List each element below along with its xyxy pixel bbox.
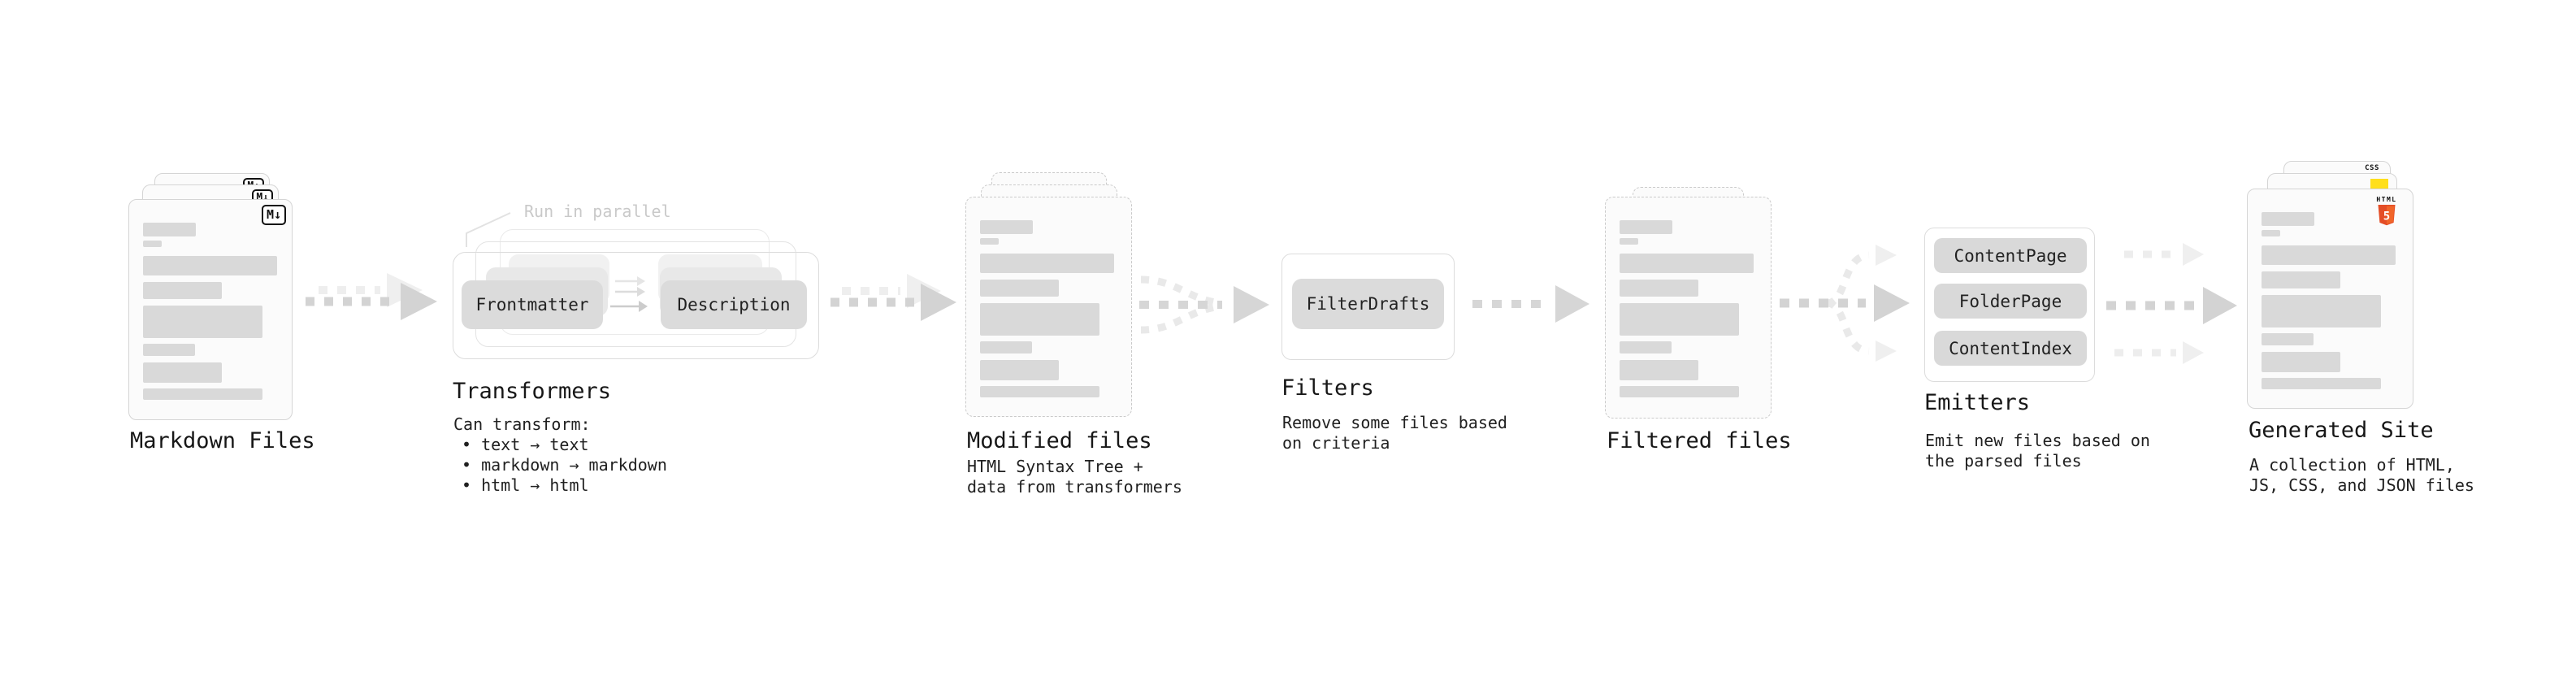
stage-label-markdown-files: Markdown Files: [130, 428, 315, 453]
markdown-files-stack: M↓ M↓ M↓: [128, 172, 296, 423]
placeholder-bar: [2262, 271, 2340, 288]
stage-label-emitters: Emitters: [1924, 390, 2031, 415]
placeholder-bar: [2262, 212, 2314, 226]
placeholder-bar: [1620, 360, 1698, 380]
placeholder-bar: [1620, 341, 1672, 354]
placeholder-bar: [2262, 352, 2340, 372]
transformer-pill-description: Description: [661, 280, 807, 329]
desc-line: HTML Syntax Tree +: [967, 457, 1143, 476]
arrow-modified-to-filters: [1139, 275, 1269, 334]
transformer-pill-frontmatter: Frontmatter: [462, 280, 603, 329]
desc-line: • text → text: [462, 435, 589, 454]
placeholder-bar: [143, 223, 196, 236]
file-card-front: M↓: [128, 199, 293, 420]
transformers-description: Can transform: • text → text • markdown …: [453, 414, 667, 496]
desc-line: Can transform:: [453, 414, 591, 434]
filter-pill-filterdrafts: FilterDrafts: [1292, 279, 1444, 329]
stage-label-modified-files: Modified files: [967, 428, 1152, 453]
placeholder-bar: [980, 254, 1114, 273]
file-card-front: [1605, 197, 1772, 419]
placeholder-bar: [2262, 295, 2381, 327]
placeholder-bar: [2262, 245, 2396, 265]
modified-files-description: HTML Syntax Tree + data from transformer…: [967, 457, 1182, 497]
placeholder-bar: [2262, 333, 2314, 345]
placeholder-bar: [1620, 303, 1739, 336]
markdown-icon: M↓: [261, 205, 286, 225]
html5-icon: HTML 5: [2370, 196, 2403, 227]
generated-site-stack: CSS HTML 5: [2247, 161, 2415, 411]
arrow-filters-to-filtered: [1472, 285, 1589, 323]
placeholder-bar: [1620, 386, 1739, 397]
placeholder-bar: [143, 344, 195, 356]
file-content-placeholder: [1606, 197, 1771, 397]
javascript-icon: [2370, 179, 2388, 189]
html5-icon-label: HTML: [2376, 196, 2397, 203]
desc-line: Emit new files based on: [1925, 431, 2150, 450]
placeholder-bar: [1620, 280, 1698, 297]
stage-label-generated-site: Generated Site: [2249, 418, 2434, 443]
modified-files-stack: [965, 172, 1133, 423]
arrow-emitters-to-generated: [2106, 243, 2237, 364]
stage-label-filters: Filters: [1281, 375, 1374, 401]
placeholder-bar: [2262, 230, 2280, 236]
emitter-pill-contentpage: ContentPage: [1934, 238, 2087, 273]
transformers-box-front: [453, 252, 819, 359]
placeholder-bar: [980, 220, 1033, 234]
filters-description: Remove some files based on criteria: [1282, 413, 1507, 453]
placeholder-bar: [980, 280, 1059, 297]
emitter-pill-folderpage: FolderPage: [1934, 284, 2087, 319]
placeholder-bar: [980, 238, 999, 245]
file-content-placeholder: [966, 197, 1131, 397]
placeholder-bar: [143, 388, 262, 400]
placeholder-bar: [143, 241, 162, 247]
placeholder-bar: [1620, 238, 1638, 245]
placeholder-bar: [1620, 220, 1672, 234]
stage-label-filtered-files: Filtered files: [1607, 428, 1792, 453]
desc-line: • markdown → markdown: [462, 455, 667, 475]
emitters-box: ContentPage FolderPage ContentIndex: [1924, 228, 2095, 382]
arrow-transformers-to-modified: [830, 274, 956, 321]
placeholder-bar: [980, 303, 1099, 336]
emitter-pill-contentindex: ContentIndex: [1934, 331, 2087, 366]
generated-site-description: A collection of HTML, JS, CSS, and JSON …: [2249, 455, 2474, 496]
filtered-files-stack: [1605, 186, 1772, 422]
file-content-placeholder: [129, 200, 292, 400]
placeholder-bar: [143, 306, 262, 338]
arrow-markdown-to-transformers: [306, 273, 437, 320]
html5-shield: 5: [2378, 204, 2396, 225]
desc-line: on criteria: [1282, 433, 1390, 453]
desc-line: • html → html: [462, 475, 589, 495]
desc-line: A collection of HTML,: [2249, 455, 2455, 475]
placeholder-bar: [1620, 254, 1754, 273]
placeholder-bar: [143, 282, 222, 299]
arrow-filtered-to-emitters: [1780, 245, 1910, 362]
placeholder-bar: [143, 256, 277, 275]
placeholder-bar: [143, 362, 222, 383]
css-icon-label: CSS: [2365, 164, 2379, 172]
placeholder-bar: [980, 360, 1059, 380]
placeholder-bar: [2262, 378, 2381, 389]
desc-line: Remove some files based: [1282, 413, 1507, 432]
emitters-description: Emit new files based on the parsed files: [1925, 431, 2150, 471]
file-content-placeholder: [2248, 189, 2413, 389]
desc-line: JS, CSS, and JSON files: [2249, 475, 2474, 495]
desc-line: the parsed files: [1925, 451, 2082, 471]
stage-label-transformers: Transformers: [453, 379, 612, 404]
file-card-front: [965, 197, 1132, 417]
svg-text:5: 5: [2383, 210, 2390, 223]
filters-box: FilterDrafts: [1281, 254, 1455, 360]
placeholder-bar: [980, 386, 1099, 397]
placeholder-bar: [980, 341, 1032, 354]
run-in-parallel-annotation: Run in parallel: [524, 202, 671, 221]
file-card-front: HTML 5: [2247, 189, 2413, 409]
desc-line: data from transformers: [967, 477, 1182, 497]
